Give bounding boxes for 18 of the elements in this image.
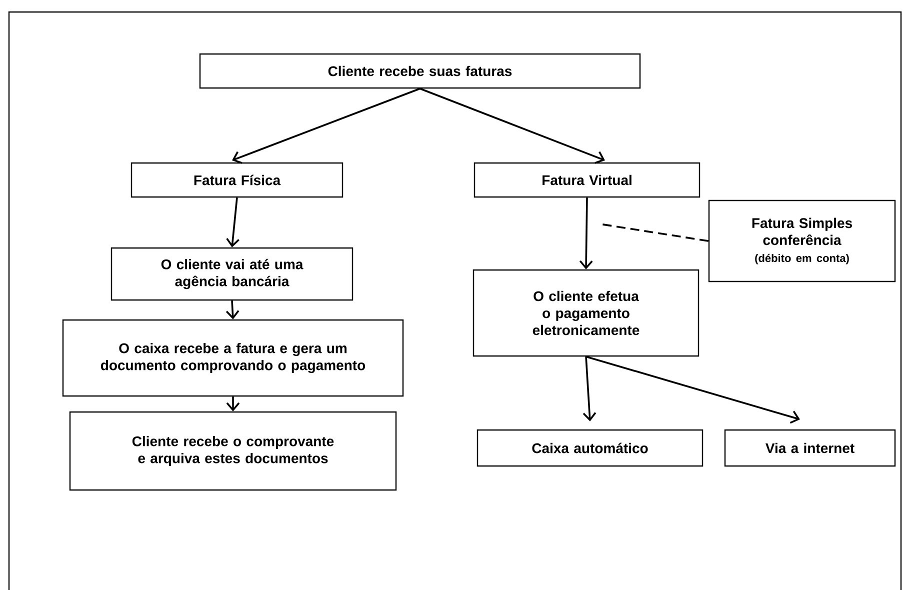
arrow (232, 88, 420, 164)
process-box: Via a internet (724, 429, 896, 467)
process-box: Fatura Física (130, 162, 344, 198)
arrow (582, 356, 596, 422)
process-box: Cliente recebe o comprovante e arquiva estes documentos (69, 411, 397, 491)
arrow (420, 88, 605, 164)
arrow (226, 198, 240, 248)
arrow (226, 396, 240, 412)
process-box: O caixa recebe a fatura e gera um documento comprovando o pagamento (62, 319, 404, 397)
process-box: Fatura Simples conferência (débito em conta) (708, 200, 896, 282)
process-box: Cliente recebe suas faturas (199, 53, 641, 89)
arrow (226, 300, 240, 320)
process-box: Fatura Virtual (474, 162, 700, 198)
process-box: O cliente efetua o pagamento eletronicamente (472, 269, 700, 357)
arrow (586, 356, 800, 424)
process-box: Caixa automático (476, 429, 704, 467)
process-box: O cliente vai até uma agência bancária (110, 247, 354, 301)
arrow (579, 198, 593, 270)
